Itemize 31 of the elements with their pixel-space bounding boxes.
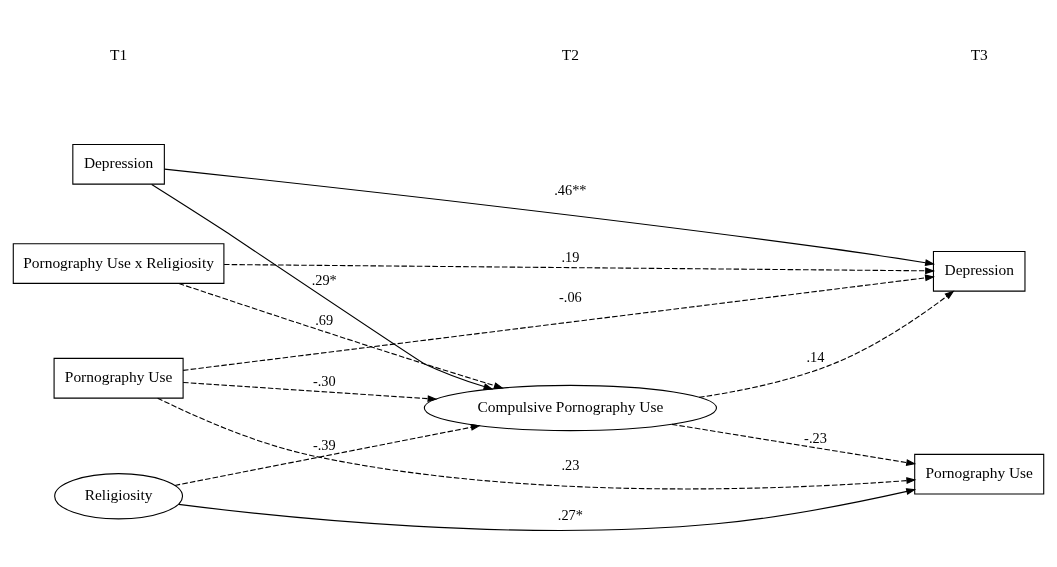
label: T3 <box>970 46 988 64</box>
arrow <box>182 381 438 403</box>
label: T2 <box>561 46 579 64</box>
edge-label: -.30 <box>312 373 336 390</box>
edge-label: .27* <box>557 506 583 523</box>
edge-label: -.06 <box>559 288 582 305</box>
edge-label: .46** <box>554 181 587 198</box>
arrow <box>174 423 481 486</box>
arrow <box>698 290 955 398</box>
arrow <box>151 183 494 390</box>
edge-label: -.23 <box>804 429 827 446</box>
edge-label: .29* <box>311 271 337 288</box>
arrow <box>223 263 936 275</box>
arrow <box>671 423 917 466</box>
node-box: Pornography Use x Religiosity <box>12 243 225 284</box>
arrow <box>182 274 935 371</box>
node-box: Pornography Use <box>53 357 184 399</box>
node-box: Depression <box>72 143 165 185</box>
edge-label: .23 <box>561 457 580 474</box>
arrow <box>178 282 504 389</box>
edge-label: .69 <box>315 311 334 328</box>
edge-label: -.39 <box>312 437 336 454</box>
arrow <box>163 168 936 267</box>
edge-label: .14 <box>806 349 825 366</box>
label: T1 <box>110 46 128 64</box>
edge-label: .19 <box>561 248 580 265</box>
arrow <box>157 397 917 490</box>
arrow <box>178 488 917 531</box>
node-box: Pornography Use <box>914 453 1045 495</box>
node-box: Depression <box>932 250 1026 292</box>
node-ellipse: Religiosity <box>54 473 184 520</box>
